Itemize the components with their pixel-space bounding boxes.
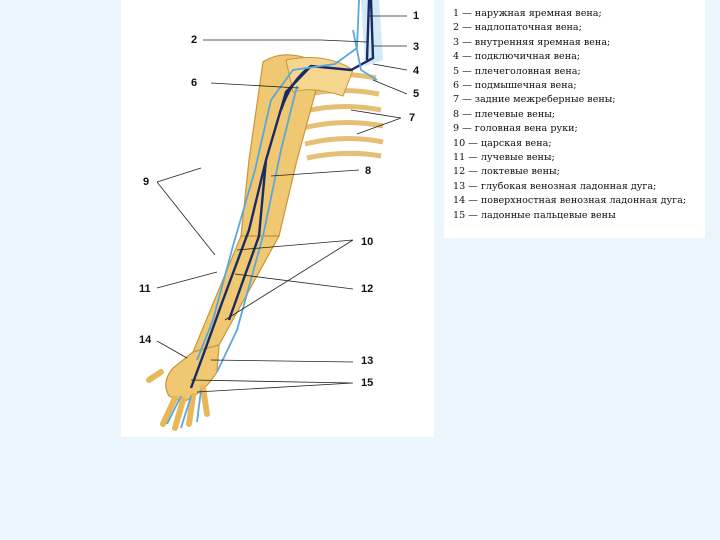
legend-item: 11 — лучевые вены; bbox=[453, 152, 555, 164]
legend-item: 3 — внутренняя яремная вена; bbox=[453, 36, 611, 48]
callout-10: 10 bbox=[361, 236, 374, 248]
legend-item: 6 — подмышечная вена; bbox=[453, 80, 577, 92]
callout-8: 8 bbox=[365, 165, 372, 177]
scapula bbox=[285, 57, 354, 97]
callout-14: 14 bbox=[139, 334, 152, 346]
legend-item: 14 — поверхностная венозная ладонная дуг… bbox=[453, 195, 687, 207]
deep-veins bbox=[189, 0, 375, 389]
callout-7: 7 bbox=[409, 112, 416, 124]
legend-item: 15 — ладонные пальцевые вены bbox=[453, 209, 616, 221]
legend-panel: 1 — наружная яремная вена; 2 — надлопато… bbox=[444, 0, 705, 238]
callout-15: 15 bbox=[361, 377, 374, 389]
callout-6: 6 bbox=[191, 77, 198, 89]
legend-item: 10 — царская вена; bbox=[453, 137, 552, 149]
callout-4: 4 bbox=[413, 65, 420, 77]
callout-5: 5 bbox=[413, 88, 420, 100]
anatomy-figure-panel: 1 2 3 4 5 6 7 8 9 10 11 12 13 14 15 bbox=[121, 0, 434, 437]
superficial-veins bbox=[166, 0, 378, 429]
callout-2: 2 bbox=[191, 34, 198, 46]
callout-9: 9 bbox=[143, 176, 150, 188]
legend-item: 2 — надлопаточная вена; bbox=[453, 22, 582, 34]
legend-item: 13 — глубокая венозная ладонная дуга; bbox=[453, 180, 657, 192]
legend-item: 8 — плечевые вены; bbox=[453, 108, 556, 120]
legend-item: 1 — наружная яремная вена; bbox=[453, 8, 602, 19]
legend-item: 12 — локтевые вены; bbox=[453, 166, 560, 178]
callout-13: 13 bbox=[361, 355, 374, 367]
leader-lines bbox=[156, 15, 408, 393]
callout-12: 12 bbox=[361, 283, 374, 295]
callout-3: 3 bbox=[413, 41, 420, 53]
legend-item: 7 — задние межреберные вены; bbox=[453, 94, 616, 106]
legend-item: 4 — подключичная вена; bbox=[453, 51, 581, 63]
callout-11: 11 bbox=[139, 283, 151, 295]
fingers bbox=[146, 369, 210, 431]
callout-1: 1 bbox=[413, 10, 420, 22]
legend-item: 9 — головная вена руки; bbox=[453, 123, 578, 135]
arm-vein-illustration bbox=[146, 0, 408, 431]
legend-list: 1 — наружная яремная вена; 2 — надлопато… bbox=[444, 0, 705, 223]
legend-item: 5 — плечеголовная вена; bbox=[453, 65, 581, 77]
